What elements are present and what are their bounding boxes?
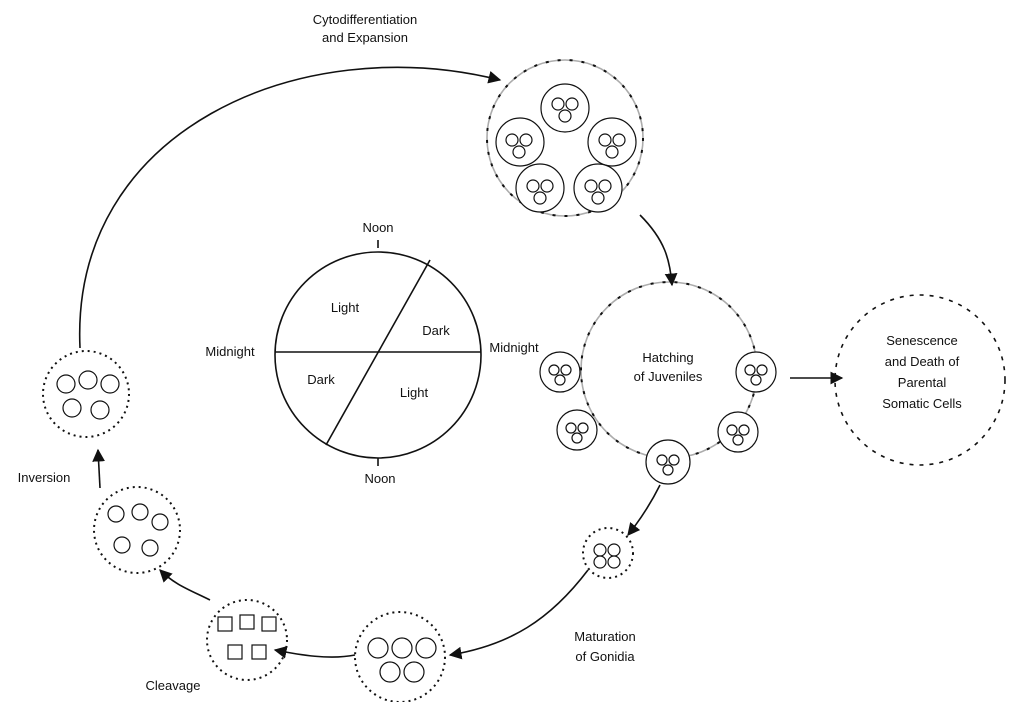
arrow-maturation-to-gonidia: [448, 569, 589, 660]
organism-senescence: [834, 294, 1006, 466]
label-hatching: Hatching: [642, 350, 693, 365]
label-senescence: Senescence: [886, 333, 958, 348]
label-of-juveniles: of Juveniles: [634, 369, 703, 384]
arrow-to-inversion-organism: [92, 448, 105, 489]
arrow-gonidia-to-cleavage: [273, 645, 356, 659]
label-noon-bottom: Noon: [364, 471, 395, 486]
label-maturation: Maturation: [574, 629, 635, 644]
arrow-hatching-to-maturation: [627, 484, 661, 536]
label-cleavage: Cleavage: [146, 678, 201, 693]
label-noon-top: Noon: [362, 220, 393, 235]
arrow-inversion-to-expansion: [79, 66, 502, 349]
label-of-gonidia: of Gonidia: [575, 649, 635, 664]
label-cytodifferentiation: Cytodifferentiation: [313, 12, 418, 27]
label-midnight-right: Midnight: [489, 340, 539, 355]
organism-cleavage: [206, 599, 288, 681]
label-somatic-cells: Somatic Cells: [882, 396, 962, 411]
organism-hatching: [539, 281, 777, 485]
organism-juvenile: [582, 527, 634, 579]
label-dark-left: Dark: [307, 372, 335, 387]
organism-gonidia: [354, 611, 446, 703]
arrow-cleavage-to-inversion: [159, 569, 211, 601]
label-midnight-left: Midnight: [205, 344, 255, 359]
label-light-top: Light: [331, 300, 360, 315]
light-dark-clock: [274, 240, 482, 466]
label-light-bottom: Light: [400, 385, 429, 400]
label-parental: Parental: [898, 375, 947, 390]
label-and-expansion: and Expansion: [322, 30, 408, 45]
arrow-expansion-to-hatching: [639, 214, 678, 287]
organism-expansion: [486, 59, 644, 217]
label-dark-right: Dark: [422, 323, 450, 338]
organism-post-inversion: [42, 350, 130, 438]
label-and-death-of: and Death of: [885, 354, 960, 369]
label-inversion: Inversion: [18, 470, 71, 485]
cycle-arrows: [79, 66, 844, 660]
organism-inversion-stage: [93, 486, 181, 574]
